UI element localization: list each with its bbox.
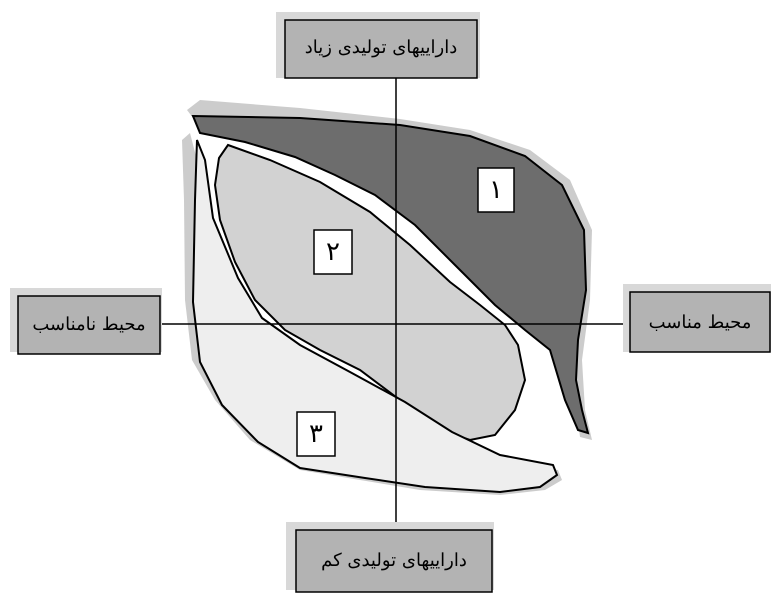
label-right: محيط مناسب	[623, 284, 771, 353]
region-2	[213, 143, 527, 442]
label-right-text: محيط مناسب	[649, 312, 752, 333]
label-bottom-text: دارایيهای توليدی کم	[321, 550, 467, 571]
region-1-number-box: ١	[477, 167, 515, 213]
label-top: دارایيهای توليدی زياد	[276, 12, 480, 79]
region-3	[191, 139, 559, 494]
axes	[160, 78, 630, 524]
region-2-number-box: ٢	[313, 229, 353, 275]
region-1-number: ١	[489, 175, 503, 205]
label-top-text: دارایيهای توليدی زياد	[305, 37, 457, 58]
label-left: محيط نامناسب	[10, 288, 162, 355]
region-3-number-box: ٣	[296, 411, 336, 457]
region-3-number: ٣	[309, 419, 323, 449]
label-left-text: محيط نامناسب	[32, 314, 145, 335]
label-bottom: دارایيهای توليدی کم	[286, 522, 494, 593]
region-2-number: ٢	[326, 237, 340, 267]
